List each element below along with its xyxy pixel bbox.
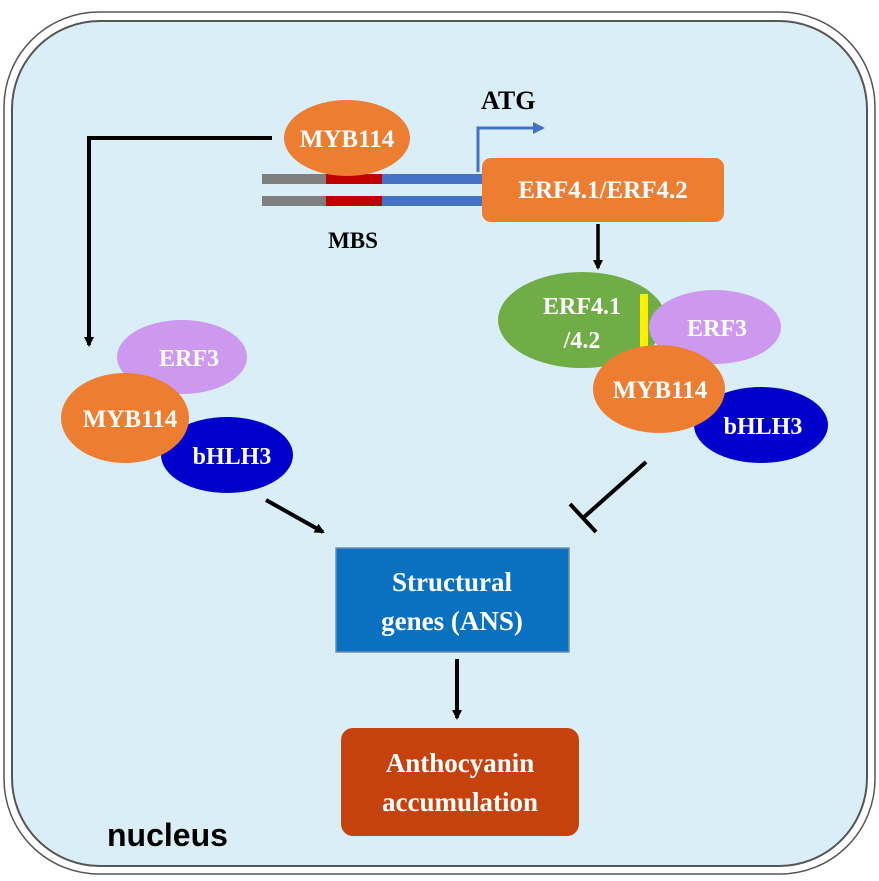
mbs-element-lower	[326, 196, 382, 206]
inhibition-line	[581, 460, 648, 520]
left-myb114-label: MYB114	[83, 406, 178, 433]
structural-genes-label-line1: Structural	[392, 567, 512, 597]
structural-genes-label-line2: genes (ANS)	[381, 606, 523, 636]
mbs-label: MBS	[328, 228, 378, 253]
left-myb114-ellipse	[61, 373, 189, 463]
atg-label: ATG	[481, 86, 535, 115]
erf-gene-label: ERF4.1/ERF4.2	[518, 177, 687, 204]
right-erf41-label-line2: /4.2	[563, 328, 601, 354]
anthocyanin-label-line2: accumulation	[382, 787, 538, 817]
left-bhlh3-label: bHLH3	[193, 444, 272, 470]
anthocyanin-box	[341, 728, 579, 836]
dna-strand-lower-blue	[382, 196, 482, 206]
nucleus-compartment	[11, 20, 868, 867]
inhibition-bar	[568, 502, 598, 534]
dna-strand-upper-gray	[262, 174, 326, 184]
right-bhlh3-label: bHLH3	[724, 414, 803, 440]
right-erf41-ellipse	[498, 272, 666, 368]
left-erf3-ellipse	[117, 320, 247, 394]
left-bhlh3-ellipse	[161, 417, 293, 493]
erf-gene-box	[482, 158, 724, 222]
right-erf3-ellipse	[649, 290, 781, 364]
promoter-myb114-label: MYB114	[300, 126, 395, 153]
right-bhlh3-ellipse	[694, 387, 828, 463]
left-erf3-label: ERF3	[159, 346, 219, 372]
mbs-element-upper	[326, 174, 382, 184]
activation-path-arrow	[84, 136, 272, 347]
right-erf41-label-line1: ERF4.1	[543, 294, 621, 320]
activation-arrow	[265, 498, 325, 534]
right-myb114-ellipse	[593, 345, 725, 433]
structural-genes-box	[335, 547, 570, 653]
dna-strand-upper-blue	[382, 174, 482, 184]
transcription-start-arrow	[476, 122, 545, 172]
promoter-myb114-ellipse	[284, 100, 410, 176]
nucleus-label: nucleus	[107, 817, 228, 853]
interaction-bar	[640, 294, 648, 348]
right-myb114-label: MYB114	[613, 377, 708, 404]
right-erf3-label: ERF3	[687, 316, 747, 342]
anthocyanin-label-line1: Anthocyanin	[386, 748, 535, 778]
dna-strand-lower-gray	[262, 196, 326, 206]
